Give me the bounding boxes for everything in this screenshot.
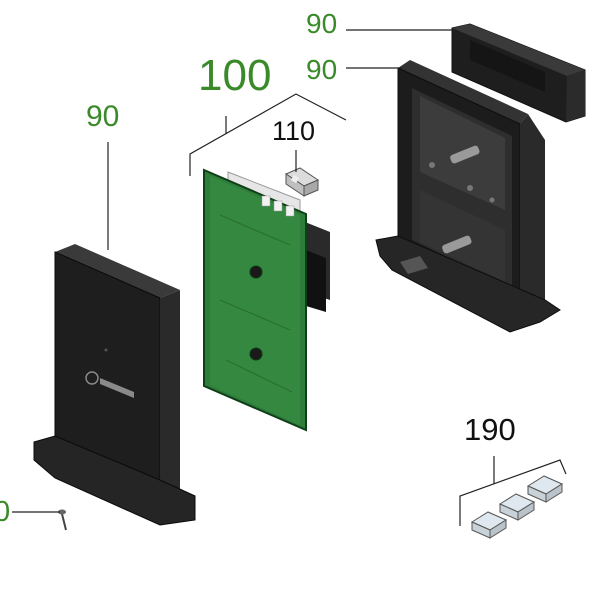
label-top-right: 90 <box>306 54 338 85</box>
rubber-feet <box>470 475 564 539</box>
screw-part <box>58 509 67 531</box>
front-cover <box>33 244 196 526</box>
rear-housing <box>375 23 586 333</box>
rear-frame <box>375 60 561 333</box>
leader-main-bracket <box>189 93 347 176</box>
label-top-cut: 90 <box>306 8 338 39</box>
foot-2 <box>498 493 536 521</box>
logo-mark <box>85 371 134 398</box>
leader-lines <box>12 29 567 526</box>
leader-feet-bracket <box>459 459 567 526</box>
label-main: 100 <box>198 51 272 100</box>
label-cover: 90 <box>86 100 120 133</box>
fuse-part <box>284 167 320 197</box>
label-feet: 190 <box>464 412 516 447</box>
foot-1 <box>470 511 508 539</box>
circuit-board <box>203 168 330 432</box>
foot-3 <box>526 475 564 503</box>
label-fuse: 110 <box>272 116 316 146</box>
label-bottom-left: 0 <box>0 496 11 528</box>
top-cap-part <box>451 23 586 123</box>
